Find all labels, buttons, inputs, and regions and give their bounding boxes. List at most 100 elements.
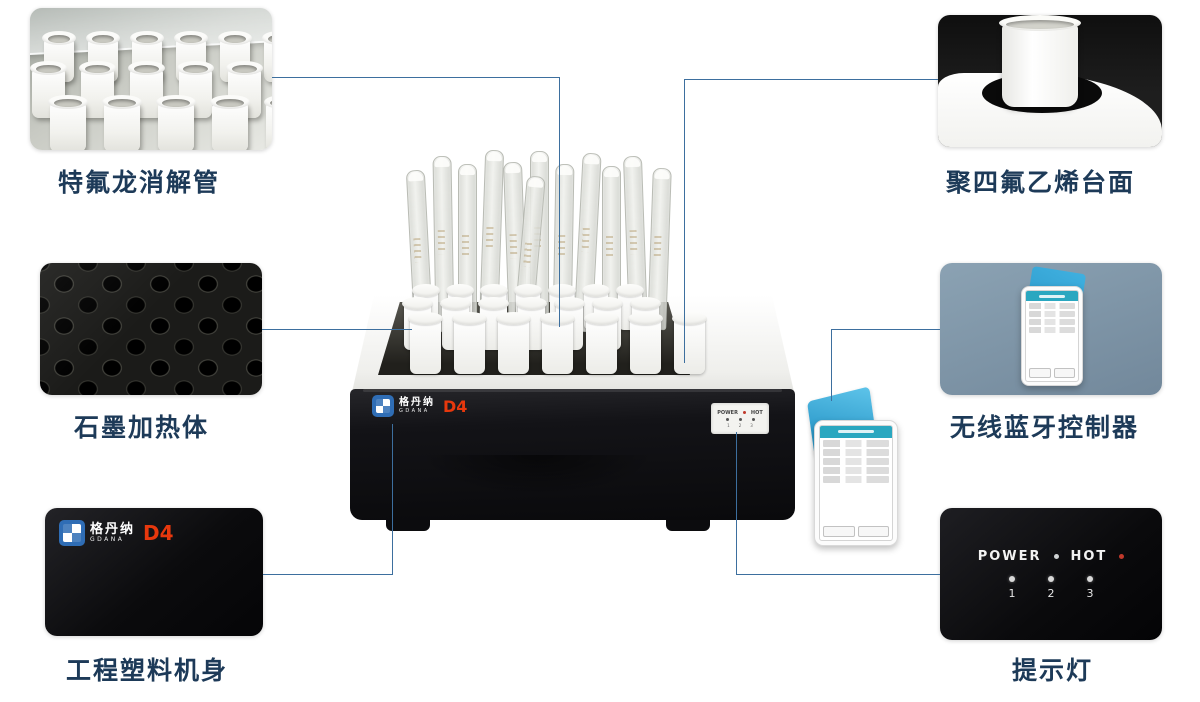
instrument-foot bbox=[386, 518, 430, 531]
power-label: POWER bbox=[977, 548, 1042, 564]
teflon-tube-array bbox=[402, 284, 707, 382]
led-number: 3 bbox=[1086, 586, 1094, 600]
screen-table-row bbox=[823, 458, 889, 465]
tube-photo-row bbox=[48, 95, 272, 150]
teflon-tube bbox=[48, 95, 88, 150]
teflon-tube bbox=[496, 312, 531, 374]
connector-line bbox=[684, 79, 938, 80]
hot-led-icon bbox=[1119, 553, 1125, 559]
screen-header bbox=[1026, 291, 1078, 301]
thumb-ptfe-deck bbox=[938, 15, 1162, 147]
model-label: D4 bbox=[443, 396, 468, 416]
power-label: POWER bbox=[717, 409, 738, 416]
teflon-tube bbox=[999, 15, 1081, 107]
led-number: 3 bbox=[750, 422, 753, 428]
callout-label-bluetooth-controller: 无线蓝牙控制器 bbox=[950, 413, 1140, 442]
teflon-tube bbox=[672, 312, 707, 374]
controller-device bbox=[1021, 286, 1083, 386]
connector-line bbox=[272, 77, 560, 78]
screen-table-row bbox=[1029, 311, 1075, 317]
controller-screen bbox=[1025, 290, 1079, 382]
connector-line bbox=[736, 432, 737, 575]
teflon-tube bbox=[156, 95, 196, 150]
teflon-tube bbox=[408, 312, 443, 374]
led-number: 2 bbox=[738, 422, 742, 428]
connector-line bbox=[831, 329, 940, 330]
model-label: D4 bbox=[143, 521, 174, 545]
screen-button bbox=[823, 526, 855, 537]
screen-table-row bbox=[823, 440, 889, 447]
connector-line bbox=[262, 329, 412, 330]
screen-buttons bbox=[1026, 365, 1078, 381]
led-number: 2 bbox=[1047, 586, 1055, 600]
gdana-logo-icon bbox=[59, 520, 85, 546]
teflon-tube bbox=[452, 312, 487, 374]
teflon-tube bbox=[264, 95, 272, 150]
hot-label: HOT bbox=[1070, 548, 1108, 564]
led-icon bbox=[751, 417, 755, 421]
screen-table-row bbox=[1029, 319, 1075, 325]
brand-logo: 格丹纳 GDANA D4 bbox=[372, 395, 467, 417]
screen-table-row bbox=[1029, 327, 1075, 333]
teflon-tube bbox=[584, 312, 619, 374]
led-column: 1 bbox=[1008, 575, 1016, 600]
controller-screen bbox=[819, 425, 893, 541]
brand-name-en: GDANA bbox=[399, 408, 430, 414]
brand-name-cn: 格丹纳 bbox=[90, 522, 136, 537]
tube-row-front bbox=[408, 312, 707, 374]
led-icon bbox=[738, 417, 742, 421]
indicator-labels: POWER HOT bbox=[978, 549, 1125, 564]
teflon-tube bbox=[628, 312, 663, 374]
teflon-tube bbox=[262, 31, 272, 82]
numbered-leds: 1 2 3 bbox=[1008, 575, 1094, 600]
panel-labels: POWER HOT bbox=[717, 410, 763, 416]
thumb-plastic-body: 格丹纳 GDANA D4 bbox=[45, 508, 263, 636]
led-icon bbox=[725, 417, 729, 421]
screen-button bbox=[1053, 368, 1075, 378]
screen-buttons bbox=[820, 523, 892, 540]
hot-led-icon bbox=[742, 411, 746, 414]
screen-header bbox=[820, 426, 892, 438]
gdana-logo-icon bbox=[372, 395, 394, 417]
led-icon bbox=[1009, 575, 1015, 582]
screen-table-row bbox=[823, 476, 889, 483]
callout-label-ptfe-deck: 聚四氟乙烯台面 bbox=[946, 168, 1136, 197]
callout-label-plastic-body: 工程塑料机身 bbox=[66, 656, 229, 685]
panel-leds bbox=[725, 417, 755, 421]
thumb-graphite-heater bbox=[40, 263, 262, 395]
bluetooth-controller bbox=[806, 386, 906, 550]
controller-mini bbox=[1005, 266, 1097, 388]
hot-label: HOT bbox=[750, 409, 763, 416]
brand-name-en: GDANA bbox=[90, 536, 125, 543]
callout-label-graphite-heater: 石墨加热体 bbox=[74, 413, 210, 442]
teflon-tube bbox=[210, 95, 250, 150]
connector-line bbox=[392, 424, 393, 575]
led-icon bbox=[1087, 575, 1093, 582]
led-number: 1 bbox=[1008, 586, 1016, 600]
thumb-teflon-tubes bbox=[30, 8, 272, 150]
led-column: 2 bbox=[1047, 575, 1055, 600]
brand-logo: 格丹纳 GDANA D4 bbox=[59, 520, 174, 546]
connector-line bbox=[736, 574, 940, 575]
power-led-icon bbox=[1053, 553, 1059, 559]
connector-line bbox=[559, 77, 560, 327]
led-column: 3 bbox=[1086, 575, 1094, 600]
screen-table-row bbox=[823, 449, 889, 456]
control-panel: POWER HOT 1 2 3 bbox=[711, 403, 769, 434]
teflon-tube bbox=[540, 312, 575, 374]
thumb-bluetooth-controller bbox=[940, 263, 1162, 395]
callout-label-indicator-lights: 提示灯 bbox=[1012, 656, 1094, 685]
teflon-tube bbox=[102, 95, 142, 150]
brand-text: 格丹纳 GDANA bbox=[90, 523, 135, 543]
connector-line bbox=[263, 574, 393, 575]
controller-device bbox=[814, 420, 898, 546]
led-icon bbox=[1048, 575, 1054, 582]
screen-button bbox=[1029, 368, 1051, 378]
indicator-panel: POWER HOT 1 2 3 bbox=[940, 508, 1162, 640]
instrument-body: 格丹纳 GDANA D4 POWER HOT 1 2 3 bbox=[350, 389, 795, 520]
screen-table-row bbox=[1029, 303, 1075, 309]
callout-label-teflon-tubes: 特氟龙消解管 bbox=[58, 168, 221, 197]
screen-button bbox=[857, 526, 889, 537]
thumb-indicator-lights: POWER HOT 1 2 3 bbox=[940, 508, 1162, 640]
